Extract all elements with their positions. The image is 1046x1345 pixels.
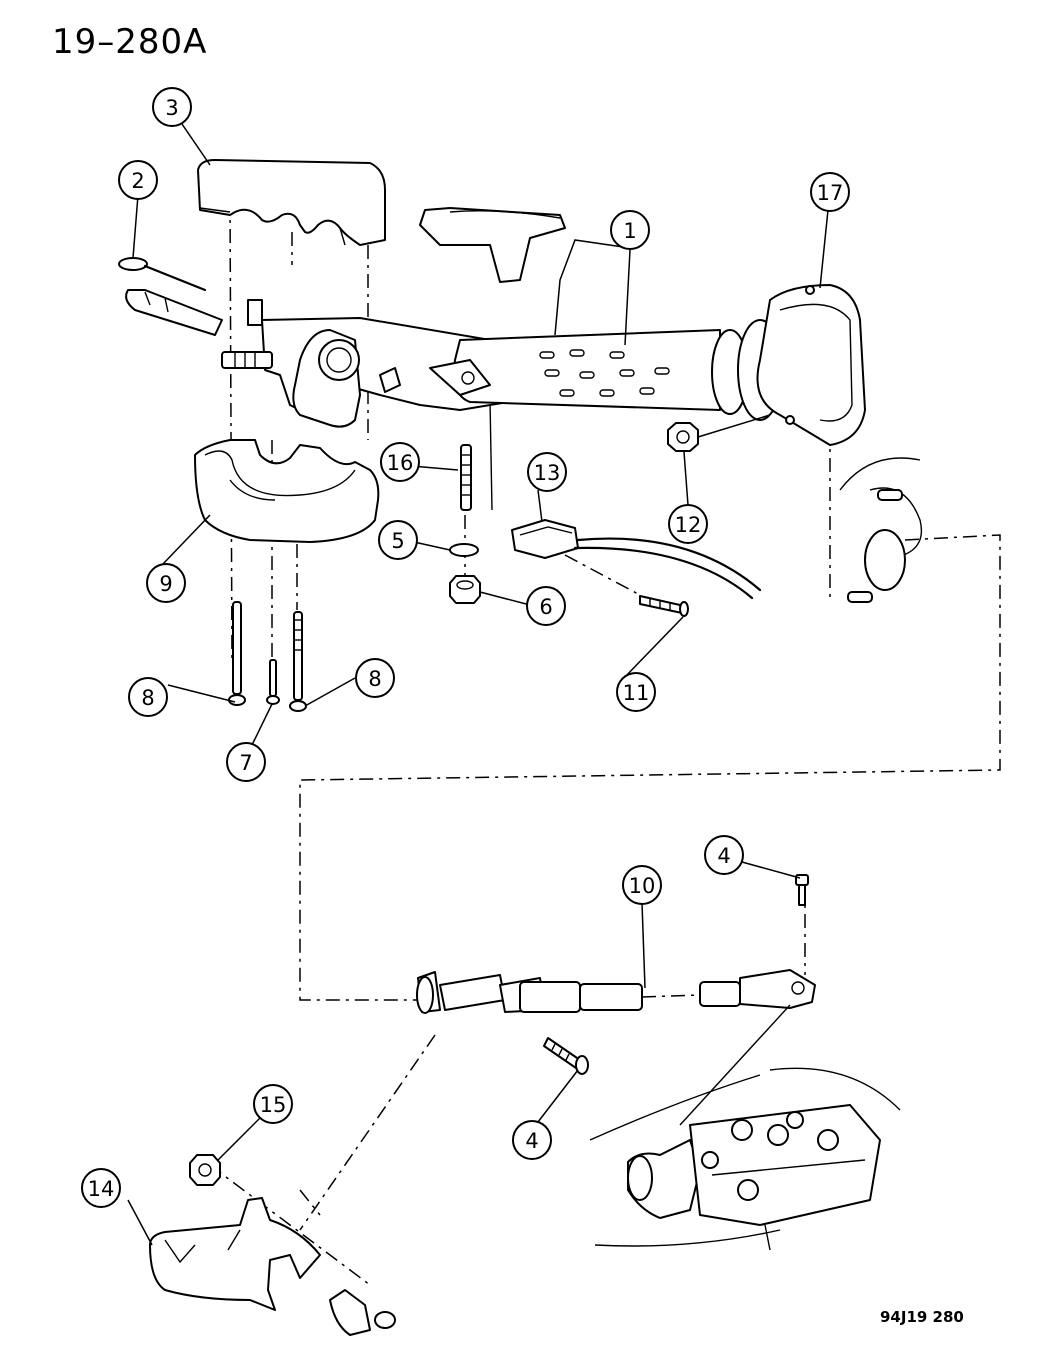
callout-17: 17 — [810, 172, 850, 212]
nut-12 — [667, 414, 771, 452]
svg-text:10: 10 — [629, 874, 656, 898]
steering-gear — [589, 1004, 901, 1251]
screw-7 — [266, 659, 280, 705]
callout-2: 2 — [118, 160, 158, 200]
callout-5: 5 — [378, 520, 418, 560]
stud-16 — [460, 444, 472, 511]
nut-15 — [189, 1154, 221, 1186]
intermediate-shaft-10 — [416, 969, 816, 1014]
svg-text:1: 1 — [623, 219, 636, 243]
svg-text:8: 8 — [141, 686, 154, 710]
callout-12: 12 — [668, 504, 708, 544]
dash-seal-boot — [756, 284, 922, 603]
screw-8-right — [289, 611, 307, 712]
svg-text:7: 7 — [239, 751, 252, 775]
upper-shroud — [197, 159, 386, 246]
svg-text:13: 13 — [534, 461, 561, 485]
bolt-4-lower — [543, 1037, 589, 1075]
svg-text:4: 4 — [525, 1129, 538, 1153]
callout-13: 13 — [527, 452, 567, 492]
callout-16: 16 — [380, 442, 420, 482]
nut-6 — [449, 575, 481, 604]
callout-4-upper: 4 — [704, 835, 744, 875]
splash-shield-14 — [149, 1197, 396, 1336]
callout-14: 14 — [81, 1168, 121, 1208]
svg-text:15: 15 — [260, 1093, 287, 1117]
svg-text:3: 3 — [165, 96, 178, 120]
callout-10: 10 — [622, 865, 662, 905]
callout-15: 15 — [253, 1084, 293, 1124]
svg-text:8: 8 — [368, 667, 381, 691]
svg-text:14: 14 — [88, 1177, 115, 1201]
lower-shroud — [194, 439, 380, 543]
page-title: 19–280A — [52, 22, 208, 62]
screw-8-left — [228, 601, 246, 706]
svg-text:6: 6 — [539, 595, 552, 619]
steering-column-assembly — [118, 207, 783, 428]
callout-3: 3 — [152, 87, 192, 127]
svg-text:2: 2 — [131, 169, 144, 193]
callout-7: 7 — [226, 742, 266, 782]
svg-text:4: 4 — [717, 844, 730, 868]
svg-text:12: 12 — [675, 513, 702, 537]
screw-11 — [639, 595, 689, 617]
callout-8-right: 8 — [355, 658, 395, 698]
callout-6: 6 — [526, 586, 566, 626]
bolt-4-upper — [795, 874, 809, 906]
svg-text:11: 11 — [623, 681, 650, 705]
svg-text:5: 5 — [391, 529, 404, 553]
callout-4-lower: 4 — [512, 1120, 552, 1160]
leader-lines — [127, 123, 829, 1246]
callout-8-left: 8 — [128, 677, 168, 717]
figure-code: 94J19 280 — [880, 1308, 964, 1326]
callout-11: 11 — [616, 672, 656, 712]
callout-9: 9 — [146, 563, 186, 603]
svg-text:9: 9 — [159, 572, 172, 596]
washer-5 — [449, 543, 479, 557]
svg-text:16: 16 — [387, 451, 414, 475]
switch-13 — [511, 519, 762, 600]
svg-text:17: 17 — [817, 181, 844, 205]
callout-1: 1 — [610, 210, 650, 250]
